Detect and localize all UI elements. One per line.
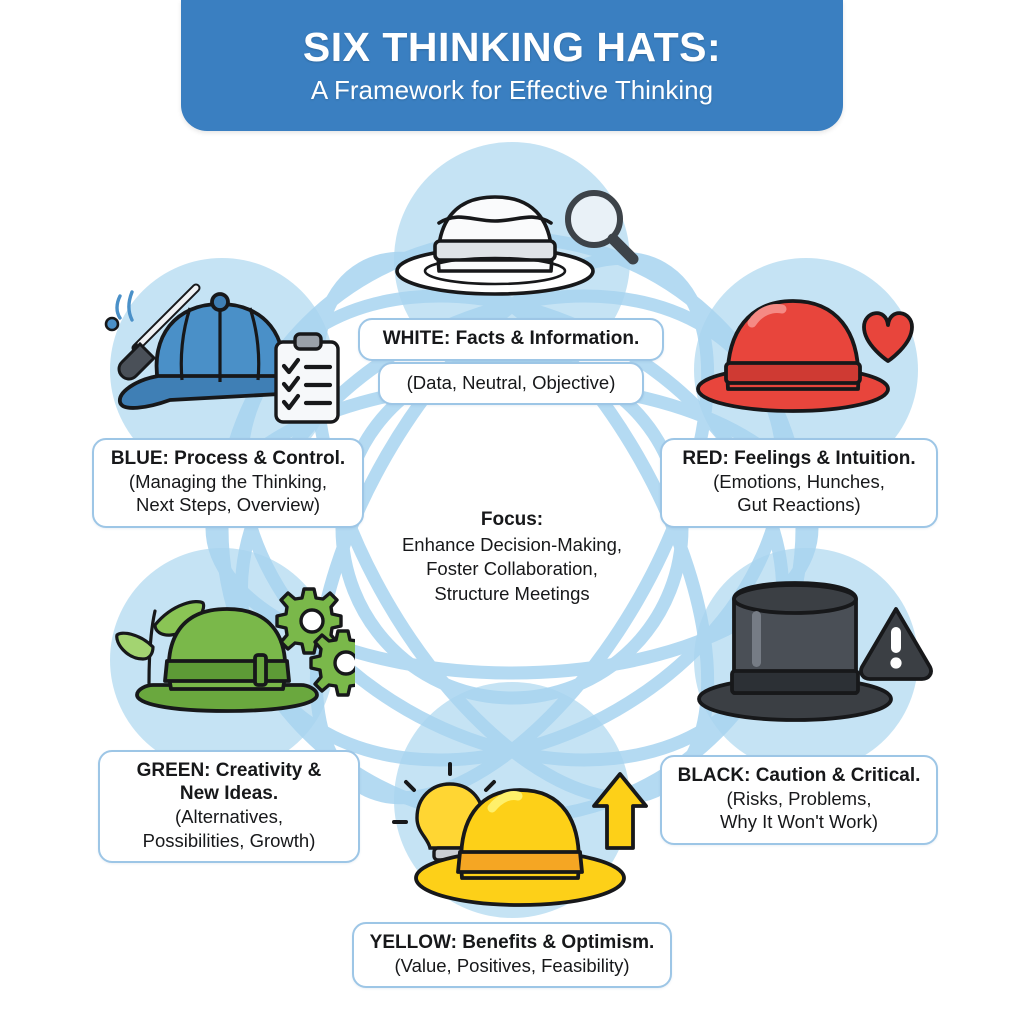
green-hat-illustration [115,587,355,713]
white-hat-subtitle: (Data, Neutral, Objective) [406,372,616,393]
green-hat-title-line-2: New Ideas. [179,783,279,805]
green-hat-title-line-1: GREEN: Creativity & [136,760,322,781]
red-hat-label-box[interactable]: RED: Feelings & Intuition. (Emotions, Hu… [660,438,938,528]
green-hat-subtitle-line-2: Possibilities, Growth) [142,829,316,851]
white-hat-illustration [395,190,639,296]
black-hat-illustration [697,581,933,722]
yellow-hat-title: YELLOW: Benefits & Optimism. [369,932,655,953]
blue-hat-subtitle-line-1: (Managing the Thinking, [128,471,328,493]
gear-icon [309,629,355,697]
black-hat-subtitle-line-1: (Risks, Problems, [726,788,872,810]
focus-line-3: Structure Meetings [434,582,590,604]
header-banner: SIX THINKING HATS: A Framework for Effec… [181,0,843,131]
clipboard-checklist-icon [274,332,340,424]
blue-hat-subtitle-line-2: Next Steps, Overview) [135,494,321,516]
leaf-sprout-icon [115,600,206,685]
green-hat-label-box[interactable]: GREEN: Creativity & New Ideas. (Alternat… [98,750,360,863]
red-hat-subtitle-line-1: (Emotions, Hunches, [713,471,885,493]
black-hat-label-box[interactable]: BLACK: Caution & Critical. (Risks, Probl… [660,755,938,845]
black-hat-title: BLACK: Caution & Critical. [677,765,921,786]
center-focus-text: Focus: Enhance Decision-Making, Foster C… [362,508,662,606]
blue-hat-title: BLUE: Process & Control. [110,448,346,469]
green-hat-subtitle-line-1: (Alternatives, [175,806,283,828]
up-arrow-icon [592,772,648,850]
warning-triangle-icon [859,607,933,681]
white-hat-subtitle-box[interactable]: (Data, Neutral, Objective) [378,362,644,406]
focus-line-1: Enhance Decision-Making, [401,533,623,555]
yellow-hat-label-box[interactable]: YELLOW: Benefits & Optimism. (Value, Pos… [352,922,672,989]
white-hat-title: WHITE: Facts & Information. [382,328,640,349]
yellow-hat-subtitle: (Value, Positives, Feasibility) [394,955,630,977]
page-title: SIX THINKING HATS: [302,23,722,70]
magnifier-icon [565,190,639,265]
heart-icon [862,311,914,363]
red-hat-illustration [696,299,914,413]
black-hat-subtitle-line-2: Why It Won't Work) [719,811,879,833]
white-hat-title-box[interactable]: WHITE: Facts & Information. [358,318,664,362]
red-hat-subtitle-line-2: Gut Reactions) [737,494,861,516]
blue-hat-illustration [104,283,340,424]
red-hat-title: RED: Feelings & Intuition. [682,448,916,469]
baton-icon [104,283,201,381]
focus-label: Focus: [480,509,544,530]
page-subtitle: A Framework for Effective Thinking [310,74,714,105]
yellow-hat-illustration [392,762,648,907]
blue-hat-label-box[interactable]: BLUE: Process & Control. (Managing the T… [92,438,364,528]
focus-line-2: Foster Collaboration, [426,558,598,580]
